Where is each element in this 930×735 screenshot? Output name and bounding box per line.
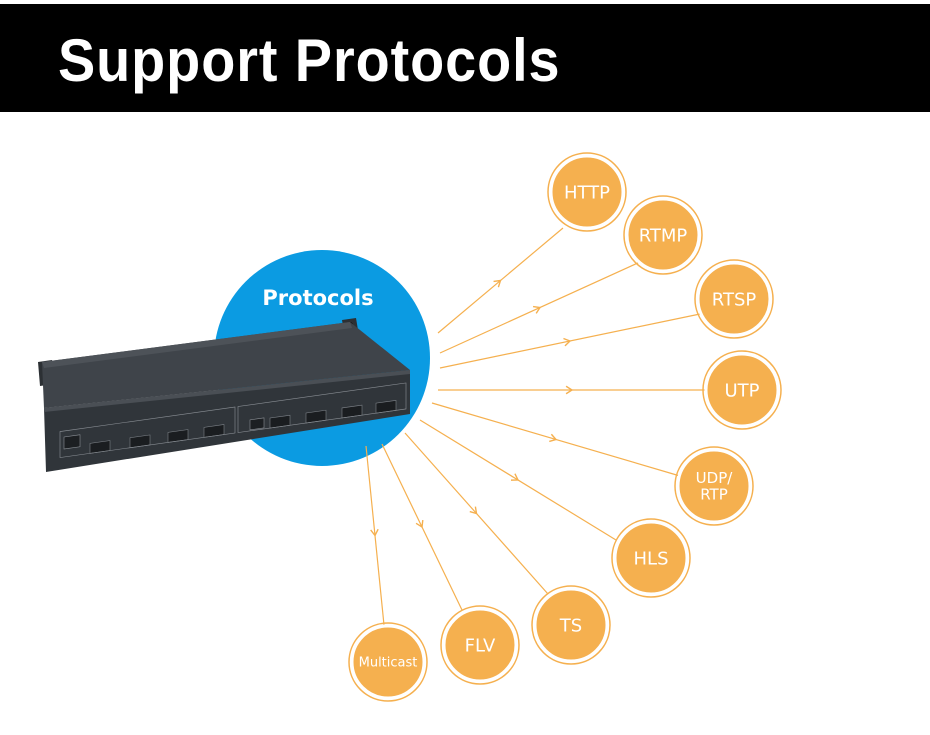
protocol-label: FLV	[465, 635, 496, 656]
protocol-bubble	[676, 448, 752, 524]
protocol-bubble	[350, 624, 426, 700]
protocol-label: UDP/RTP	[696, 469, 734, 504]
page-title: Support Protocols	[58, 27, 561, 94]
arrow-head	[469, 506, 478, 515]
header-banner: Support Protocols	[0, 4, 930, 112]
protocol-bubble	[625, 197, 701, 273]
protocol-bubbles-group: HTTP RTMP RTSP UTP UDP/RTP HLS TS FLV Multicast	[348, 152, 782, 702]
arrow-head	[370, 528, 379, 537]
protocol-bubble	[533, 587, 609, 663]
arrows-group	[365, 227, 706, 626]
protocol-bubble	[442, 607, 518, 683]
protocol-bubble-ring	[694, 259, 774, 339]
encoder-rack-device-icon	[38, 318, 410, 472]
arrow-head	[563, 337, 572, 347]
protocol-label: TS	[559, 615, 582, 636]
arrow-head	[549, 433, 558, 443]
arrow-head	[493, 279, 502, 288]
protocol-label: UTP	[724, 380, 759, 401]
protocol-label: RTSP	[712, 289, 757, 310]
protocol-bubble-ring	[547, 152, 627, 232]
arrow-head	[565, 385, 574, 395]
protocol-bubble	[613, 520, 689, 596]
protocol-bubble-ring	[702, 350, 782, 430]
protocol-bubble	[704, 352, 780, 428]
protocol-label: HLS	[634, 548, 669, 569]
protocol-bubble-ring	[440, 605, 520, 685]
protocol-label: HTTP	[564, 182, 610, 203]
protocol-bubble-ring	[348, 622, 428, 702]
arrow-head	[415, 519, 424, 529]
protocol-bubble-ring	[674, 446, 754, 526]
arrow-head	[510, 473, 520, 481]
protocol-bubble	[696, 261, 772, 337]
protocol-label: RTMP	[639, 225, 688, 246]
protocol-bubble-ring	[611, 518, 691, 598]
protocol-bubble	[549, 154, 625, 230]
protocol-bubble-ring	[531, 585, 611, 665]
arrow-head	[532, 305, 542, 314]
protocol-bubble-ring	[623, 195, 703, 275]
hub-label: Protocols	[262, 286, 373, 310]
protocol-label: Multicast	[359, 656, 418, 671]
